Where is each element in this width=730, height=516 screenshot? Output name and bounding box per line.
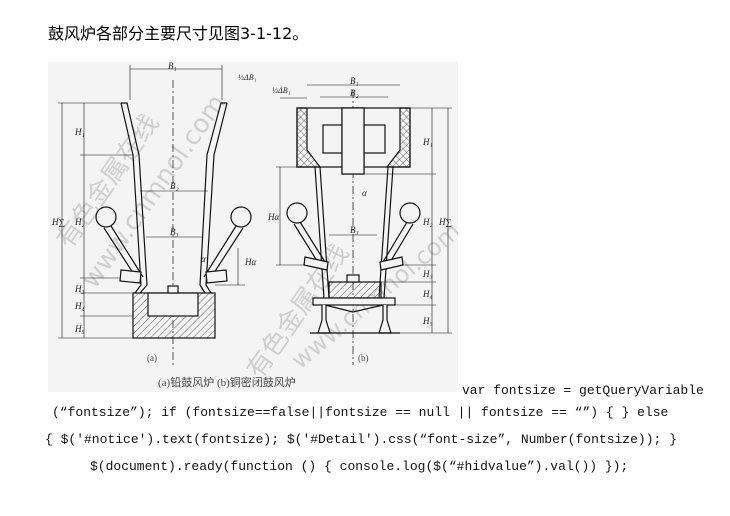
svg-text:½ΔB₁: ½ΔB₁ [272,86,291,95]
svg-text:½ΔB₁: ½ΔB₁ [238,73,257,82]
svg-text:H₃: H₃ [422,269,433,279]
code-line-1: var fontsize = getQueryVariable [462,383,704,398]
svg-text:H₁: H₁ [422,137,433,147]
svg-text:B₃: B₃ [170,227,179,237]
svg-text:B₂: B₂ [170,181,179,191]
svg-text:α: α [201,254,206,264]
furnace-b [276,84,452,365]
svg-text:B₃: B₃ [350,225,359,235]
code-line-3: { $('#notice').text(fontsize); $('#Detai… [45,432,677,447]
svg-text:B₁: B₁ [168,62,177,71]
watermark: 有色金属在线 www.cnmnol.com 有色金属在线 www.cnmnol.… [51,89,466,384]
svg-text:H₂: H₂ [422,217,433,227]
furnace-a [58,65,252,365]
blast-furnace-diagram: 有色金属在线 www.cnmnol.com 有色金属在线 www.cnmnol.… [48,61,466,392]
code-line-2: (“fontsize”); if (fontsize==false||fonts… [52,405,669,420]
code-line-4: $(document).ready(function () { console.… [90,459,629,474]
svg-text:H₅: H₅ [74,324,85,334]
svg-text:Hα: Hα [267,212,279,222]
subfigure-a-label: (a) [147,353,157,363]
svg-text:H₃: H₃ [74,284,85,294]
svg-text:Hα: Hα [244,257,256,267]
svg-text:α: α [362,188,367,198]
svg-text:H₂: H₂ [74,217,85,227]
paragraph-heading: 鼓风炉各部分主要尺寸见图3-1-12。 [48,24,309,43]
svg-text:B₂: B₂ [350,88,359,98]
svg-text:H∑: H∑ [438,217,452,227]
svg-text:H₁: H₁ [74,127,85,137]
svg-text:H∑: H∑ [51,217,65,227]
figure-caption: (a)铅鼓风炉 (b)铜密闭鼓风炉 [158,375,296,389]
svg-text:H₅: H₅ [422,316,433,326]
furnace-b-labels: B₁ ½ΔB₁ B₂ B₃ α Hα H₁ H₂ H∑ H₃ H₄ H₅ (b) [267,76,452,363]
svg-text:B₁: B₁ [350,76,359,86]
svg-text:H₄: H₄ [422,289,433,299]
subfigure-b-label: (b) [358,353,369,363]
furnace-a-labels: B₁ ½ΔB₁ H₁ H∑ H₂ B₂ B₃ α Hα H₃ H₄ H₅ (a) [51,61,257,363]
diagram-svg: 有色金属在线 www.cnmnol.com 有色金属在线 www.cnmnol.… [51,61,466,389]
svg-text:H₄: H₄ [74,301,85,311]
